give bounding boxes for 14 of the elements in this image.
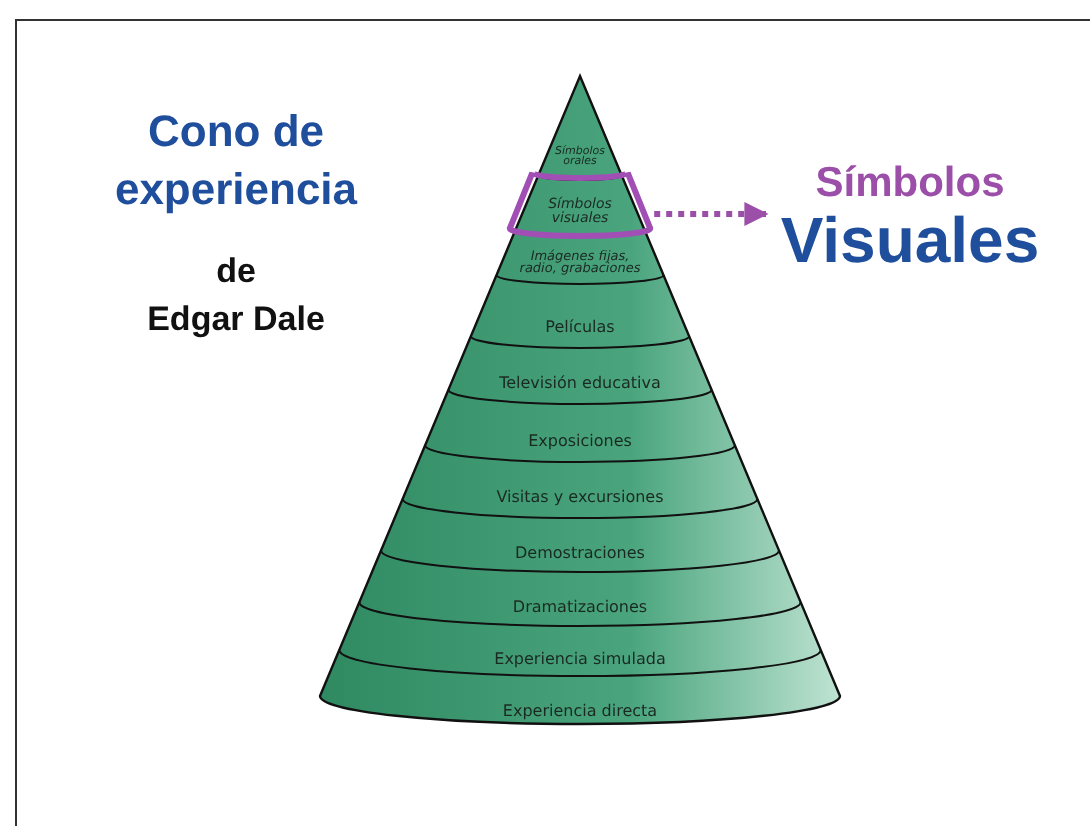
subtitle-text: Edgar Dale	[145, 300, 327, 340]
band-label: Dramatizaciones	[512, 600, 648, 616]
arrow	[654, 202, 769, 226]
subtitle-text: de	[214, 252, 258, 292]
band-label: Experiencia directa	[502, 704, 658, 720]
band-label: Exposiciones	[528, 434, 632, 450]
callout-heading: Visuales	[778, 206, 1042, 277]
callout-subheading: Símbolos	[813, 160, 1007, 207]
band-label: Películas	[545, 320, 615, 336]
title: Cono de experiencia	[112, 104, 360, 218]
band-label: Visitas y excursiones	[496, 490, 664, 506]
band-label: Experiencia simulada	[494, 652, 666, 668]
band-label: Televisión educativa	[499, 376, 661, 392]
band-label: Demostraciones	[515, 546, 645, 562]
